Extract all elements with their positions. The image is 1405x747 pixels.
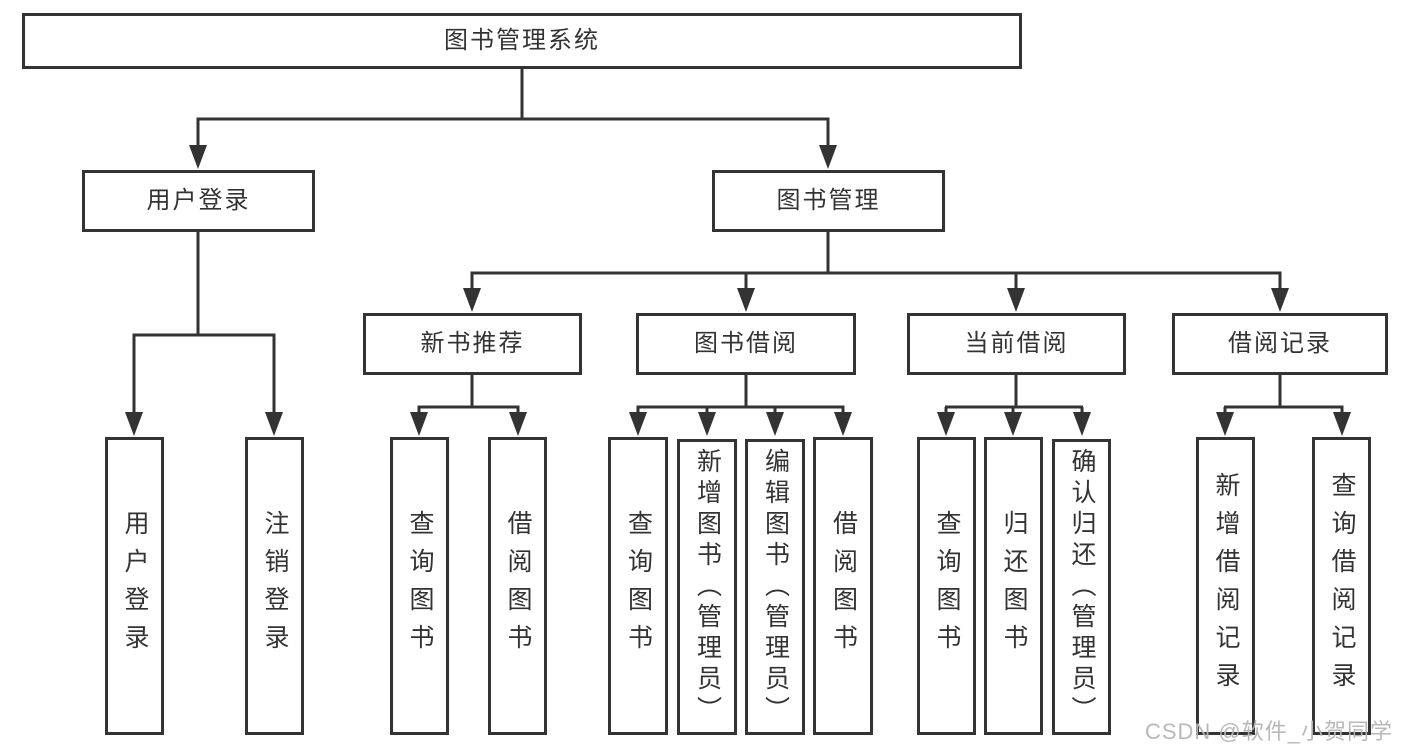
node-book-management-label: 图书管理 [776, 187, 881, 214]
leaf-borrow-query-book: 查询图书 [608, 437, 668, 735]
node-current-borrow-label: 当前借阅 [964, 330, 1069, 357]
connector-borrow-records-to-leaves [1216, 375, 1351, 436]
leaf-records-add-record: 新增借阅记录 [1196, 437, 1255, 735]
node-user-login: 用户登录 [82, 170, 315, 232]
connector-current-borrow-to-leaves [937, 375, 1091, 436]
leaf-login-logout-label: 注销登录 [261, 510, 289, 662]
leaf-rec-borrow-book: 借阅图书 [488, 437, 547, 735]
connector-book-management-to-level3 [463, 232, 1289, 312]
node-root-label: 图书管理系统 [444, 27, 600, 54]
leaf-records-query-record-label: 查询借阅记录 [1328, 472, 1356, 700]
node-book-borrow: 图书借阅 [636, 313, 856, 375]
connector-user-login-to-leaves [125, 232, 283, 436]
leaf-borrow-query-book-label: 查询图书 [624, 510, 653, 662]
leaf-records-add-record-label: 新增借阅记录 [1212, 472, 1240, 700]
leaf-borrow-add-book: 新增图书（管理员） [677, 439, 737, 735]
node-user-login-label: 用户登录 [146, 187, 251, 214]
connector-root-to-level2 [189, 69, 837, 169]
node-borrow-records: 借阅记录 [1172, 313, 1388, 375]
leaf-borrow-add-book-label: 新增图书（管理员） [693, 447, 722, 727]
leaf-borrow-borrow-book-label: 借阅图书 [829, 510, 858, 662]
connector-book-borrow-to-leaves [629, 375, 852, 436]
leaf-rec-query-book: 查询图书 [390, 437, 449, 735]
leaf-current-return-book: 归还图书 [984, 437, 1043, 735]
leaf-rec-borrow-book-label: 借阅图书 [504, 510, 532, 662]
leaf-current-return-book-label: 归还图书 [1000, 510, 1028, 662]
leaf-login-logout: 注销登录 [245, 437, 304, 735]
leaf-login-user-login-label: 用户登录 [121, 510, 149, 662]
node-current-borrow: 当前借阅 [907, 313, 1126, 375]
leaf-rec-query-book-label: 查询图书 [406, 510, 434, 662]
node-root: 图书管理系统 [22, 13, 1022, 69]
node-new-book-recommend: 新书推荐 [363, 313, 582, 375]
connector-new-book-to-leaves [410, 375, 527, 436]
node-book-borrow-label: 图书借阅 [694, 330, 798, 357]
leaf-records-query-record: 查询借阅记录 [1312, 437, 1371, 735]
node-new-book-recommend-label: 新书推荐 [420, 330, 525, 357]
leaf-borrow-edit-book-label: 编辑图书（管理员） [761, 447, 790, 727]
node-borrow-records-label: 借阅记录 [1228, 330, 1332, 357]
leaf-current-confirm-return-label: 确认归还（管理员） [1068, 447, 1096, 727]
csdn-watermark: CSDN @软件_小贺同学 [1144, 719, 1393, 744]
leaf-borrow-edit-book: 编辑图书（管理员） [745, 439, 805, 735]
leaf-current-confirm-return: 确认归还（管理员） [1052, 439, 1111, 735]
leaf-login-user-login: 用户登录 [105, 437, 164, 735]
leaf-current-query-book-label: 查询图书 [933, 510, 961, 662]
leaf-borrow-borrow-book: 借阅图书 [813, 437, 873, 735]
leaf-current-query-book: 查询图书 [917, 437, 976, 735]
node-book-management: 图书管理 [712, 170, 945, 232]
